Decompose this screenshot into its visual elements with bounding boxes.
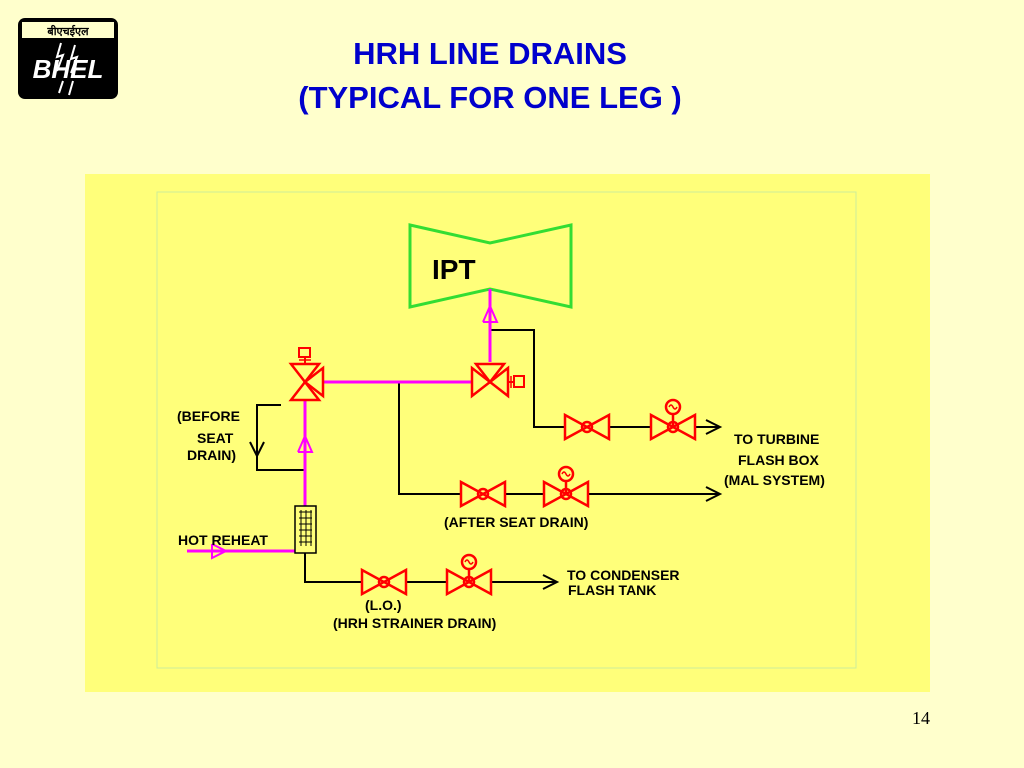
diagram-panel: IPT	[85, 174, 930, 692]
label-after-seat: (AFTER SEAT DRAIN)	[444, 514, 588, 530]
label-hot-reheat: HOT REHEAT	[178, 532, 268, 548]
label-to-turbine-2: FLASH BOX	[738, 452, 820, 468]
arrow-to-condenser	[542, 574, 560, 590]
label-before-seat-3: DRAIN)	[187, 447, 236, 463]
ipt-turbine	[408, 223, 573, 309]
arrow-before-seat	[249, 441, 265, 459]
isolation-valve-turbine-drain	[563, 413, 611, 441]
lo-valve-strainer	[360, 568, 408, 596]
drain-diagram: IPT	[156, 191, 857, 669]
drain-lines	[256, 329, 720, 583]
arrow-to-turbine-flash-box	[705, 419, 723, 435]
page-title-line1: HRH LINE DRAINS	[353, 36, 627, 71]
label-lo: (L.O.)	[365, 597, 402, 613]
logo-devanagari: बीएचईएल	[46, 24, 89, 38]
flow-arrow-ipt	[482, 303, 499, 323]
page-number: 14	[912, 708, 930, 728]
label-before-seat-2: SEAT	[197, 430, 234, 446]
flow-arrow-riser	[297, 433, 314, 453]
logo-text: BHEL	[33, 54, 104, 84]
label-before-seat-1: (BEFORE	[177, 408, 240, 424]
bhel-logo: बीएचईएल BHEL	[17, 17, 119, 100]
main-stop-valve	[470, 362, 525, 399]
label-to-condenser-1: TO CONDENSER	[567, 567, 680, 583]
label-to-turbine-3: (MAL SYSTEM)	[724, 472, 825, 488]
page-title-line2: (TYPICAL FOR ONE LEG )	[298, 80, 682, 115]
before-seat-valve	[288, 347, 325, 402]
isolation-valve-after-seat	[459, 480, 507, 508]
arrow-after-seat	[705, 486, 723, 502]
hrh-strainer	[294, 505, 317, 554]
flow-arrow-hot-reheat	[211, 543, 229, 560]
inner-frame	[156, 191, 857, 669]
label-strainer: (HRH STRAINER DRAIN)	[333, 615, 496, 631]
turbine-label: IPT	[432, 254, 476, 285]
label-to-turbine-1: TO TURBINE	[734, 431, 819, 447]
label-to-condenser-2: FLASH TANK	[568, 582, 656, 598]
